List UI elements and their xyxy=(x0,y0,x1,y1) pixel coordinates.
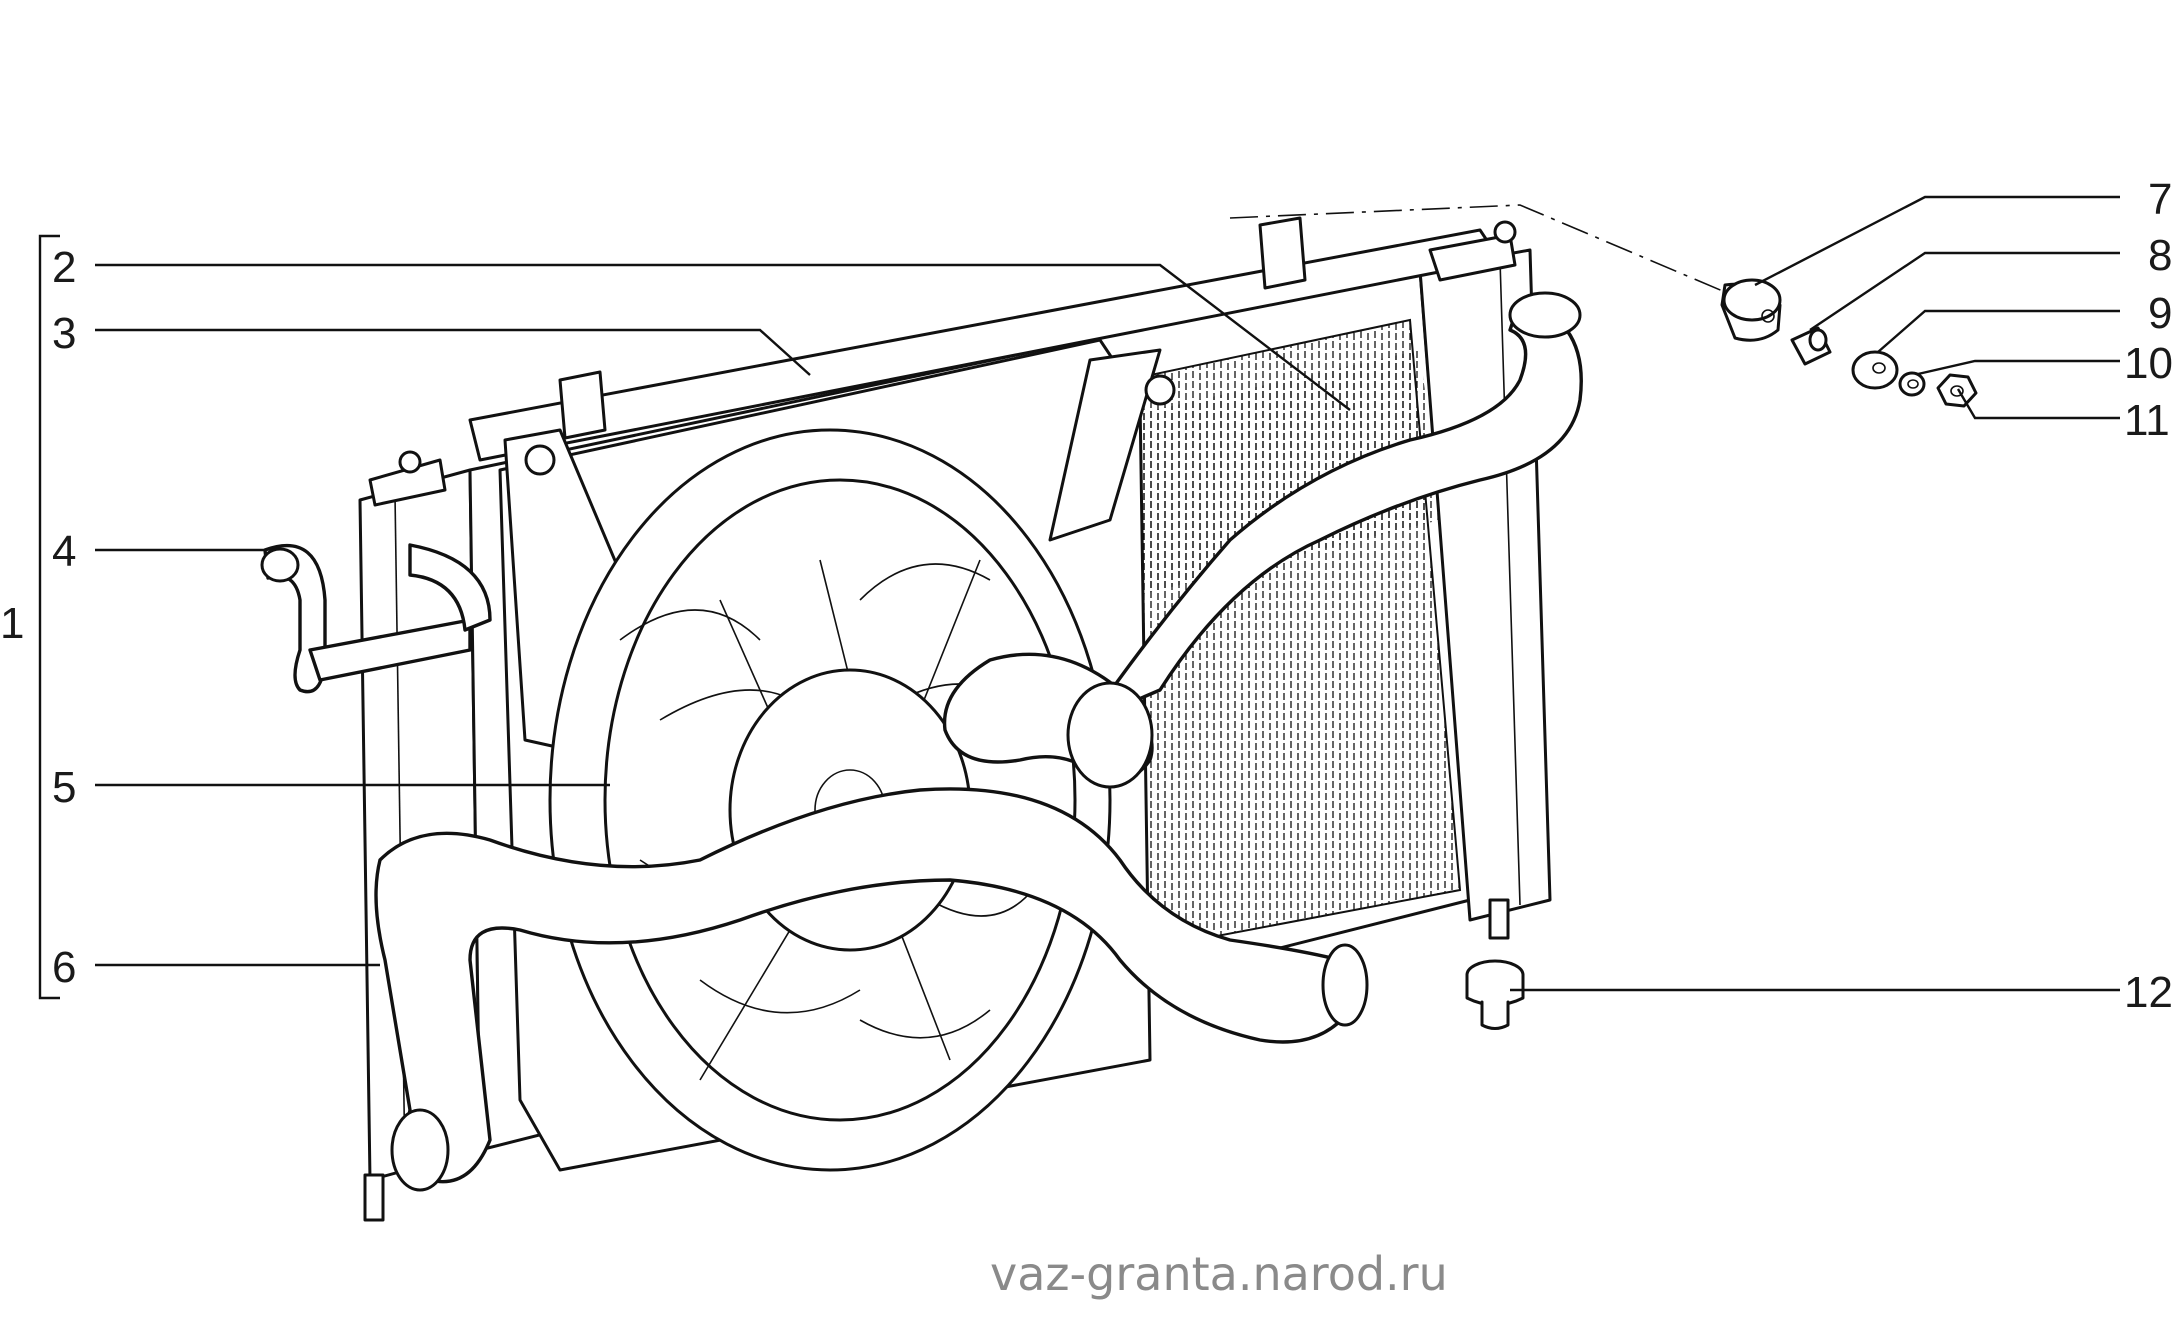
lock-washer xyxy=(1898,371,1926,397)
rubber-bushing xyxy=(1720,278,1782,342)
rubber-mount-pad xyxy=(1465,959,1525,1030)
upper-hose xyxy=(942,291,1583,789)
callout-8: 8 xyxy=(2148,231,2172,280)
callout-2: 2 xyxy=(52,243,76,292)
flat-washer xyxy=(1851,350,1899,390)
callout-5: 5 xyxy=(52,763,76,812)
callout-9: 9 xyxy=(2148,289,2172,338)
callout-7: 7 xyxy=(2148,175,2172,224)
small-hose xyxy=(260,543,492,694)
callout-11: 11 xyxy=(2124,396,2170,445)
lower-hose xyxy=(374,787,1369,1192)
callout-leaders xyxy=(38,195,2120,1000)
callout-12: 12 xyxy=(2124,968,2173,1017)
bushing-sleeve xyxy=(1790,326,1832,366)
mounting-axis-line xyxy=(1229,204,1726,293)
hex-nut xyxy=(1936,373,1978,408)
callout-10: 10 xyxy=(2124,339,2173,388)
callout-4: 4 xyxy=(52,527,76,576)
callout-3: 3 xyxy=(52,309,76,358)
watermark-text: vaz-granta.narod.ru xyxy=(990,1247,1448,1301)
callout-6: 6 xyxy=(52,943,76,992)
callout-1: 1 xyxy=(0,599,24,648)
